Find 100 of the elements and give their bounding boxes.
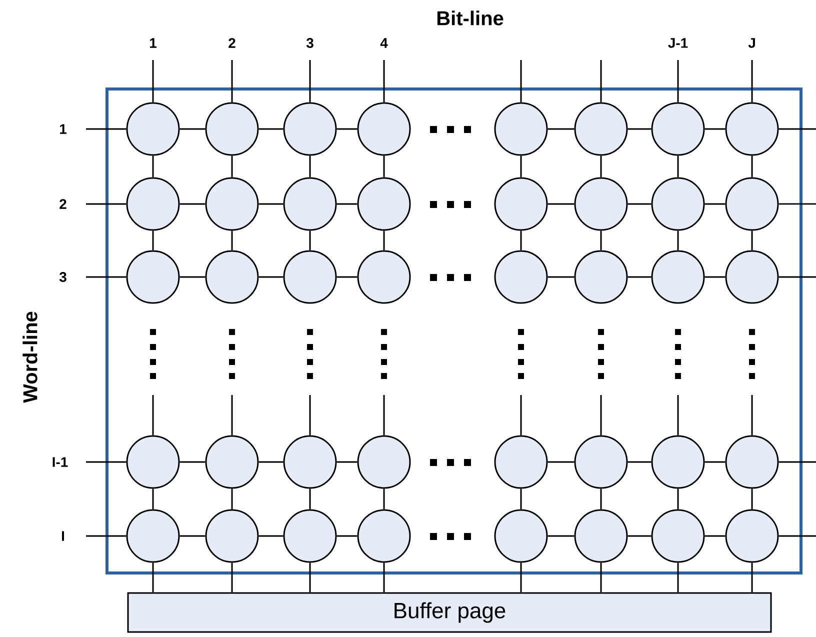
memory-cell <box>126 435 180 489</box>
line-number: 4 <box>380 38 388 48</box>
wire <box>152 156 154 178</box>
wire <box>258 276 284 278</box>
wire <box>152 488 154 510</box>
wire <box>548 276 574 278</box>
memory-cell <box>494 177 548 231</box>
wire <box>309 156 311 178</box>
wire <box>778 535 816 537</box>
memory-cell <box>357 250 411 304</box>
axis-title: Bit-line <box>437 10 504 26</box>
wire <box>152 60 154 102</box>
wire <box>778 128 816 130</box>
memory-cell <box>205 102 259 156</box>
wire <box>180 203 206 205</box>
wire <box>548 128 574 130</box>
memory-cell <box>494 102 548 156</box>
memory-cell <box>651 250 705 304</box>
wire <box>751 395 753 436</box>
memory-cell <box>651 435 705 489</box>
memory-cell <box>205 250 259 304</box>
memory-cell <box>725 250 779 304</box>
wire <box>231 230 233 250</box>
wire <box>231 488 233 510</box>
wire <box>600 395 602 436</box>
line-number: I <box>62 531 64 541</box>
wire <box>600 60 602 102</box>
memory-cell <box>574 435 628 489</box>
memory-cell <box>651 102 705 156</box>
line-number: 3 <box>59 272 66 282</box>
wire <box>309 562 311 592</box>
wire <box>336 535 358 537</box>
memory-cell <box>283 177 337 231</box>
wire <box>704 276 726 278</box>
wire <box>600 488 602 510</box>
memory-cell <box>283 102 337 156</box>
wire <box>86 535 126 537</box>
wire <box>336 128 358 130</box>
memory-cell <box>205 177 259 231</box>
memory-cell <box>357 102 411 156</box>
wire <box>152 562 154 592</box>
wire <box>86 461 126 463</box>
memory-cell <box>126 509 180 563</box>
memory-cell <box>725 177 779 231</box>
wire <box>778 203 816 205</box>
wire <box>520 230 522 250</box>
wire <box>383 395 385 436</box>
wire <box>677 156 679 178</box>
memory-cell <box>574 509 628 563</box>
wire <box>600 156 602 178</box>
wire <box>548 535 574 537</box>
wire <box>704 128 726 130</box>
memory-cell <box>126 102 180 156</box>
memory-cell <box>725 435 779 489</box>
wire <box>258 461 284 463</box>
wire <box>600 562 602 592</box>
line-number: 2 <box>60 199 66 209</box>
wire <box>677 230 679 250</box>
wire <box>309 395 311 436</box>
memory-cell <box>494 250 548 304</box>
wire <box>520 488 522 510</box>
wire <box>309 488 311 510</box>
wire <box>520 395 522 436</box>
wire <box>231 60 233 102</box>
wire <box>628 203 652 205</box>
wire <box>86 276 126 278</box>
wire <box>751 562 753 592</box>
wire <box>383 60 385 102</box>
wire <box>383 230 385 250</box>
wire <box>751 156 753 178</box>
wire <box>86 203 126 205</box>
wire <box>258 203 284 205</box>
wire <box>628 276 652 278</box>
wire <box>548 461 574 463</box>
wire <box>231 562 233 592</box>
line-number: J <box>748 38 755 48</box>
wire <box>520 60 522 102</box>
memory-cell <box>126 250 180 304</box>
memory-cell <box>205 509 259 563</box>
wire <box>309 230 311 250</box>
wire <box>778 276 816 278</box>
wire <box>751 488 753 510</box>
line-number: 3 <box>306 38 314 48</box>
memory-cell <box>205 435 259 489</box>
wire <box>180 461 206 463</box>
line-number: 1 <box>60 124 66 134</box>
memory-cell <box>725 102 779 156</box>
wire <box>628 128 652 130</box>
wire <box>152 395 154 436</box>
wire <box>258 535 284 537</box>
wire <box>751 230 753 250</box>
line-number: J-1 <box>668 38 688 48</box>
wire <box>258 128 284 130</box>
wire <box>336 276 358 278</box>
wire <box>520 156 522 178</box>
wire <box>548 203 574 205</box>
memory-cell <box>725 509 779 563</box>
line-number: 2 <box>228 38 236 48</box>
line-number: 1 <box>150 38 156 48</box>
memory-cell <box>574 177 628 231</box>
